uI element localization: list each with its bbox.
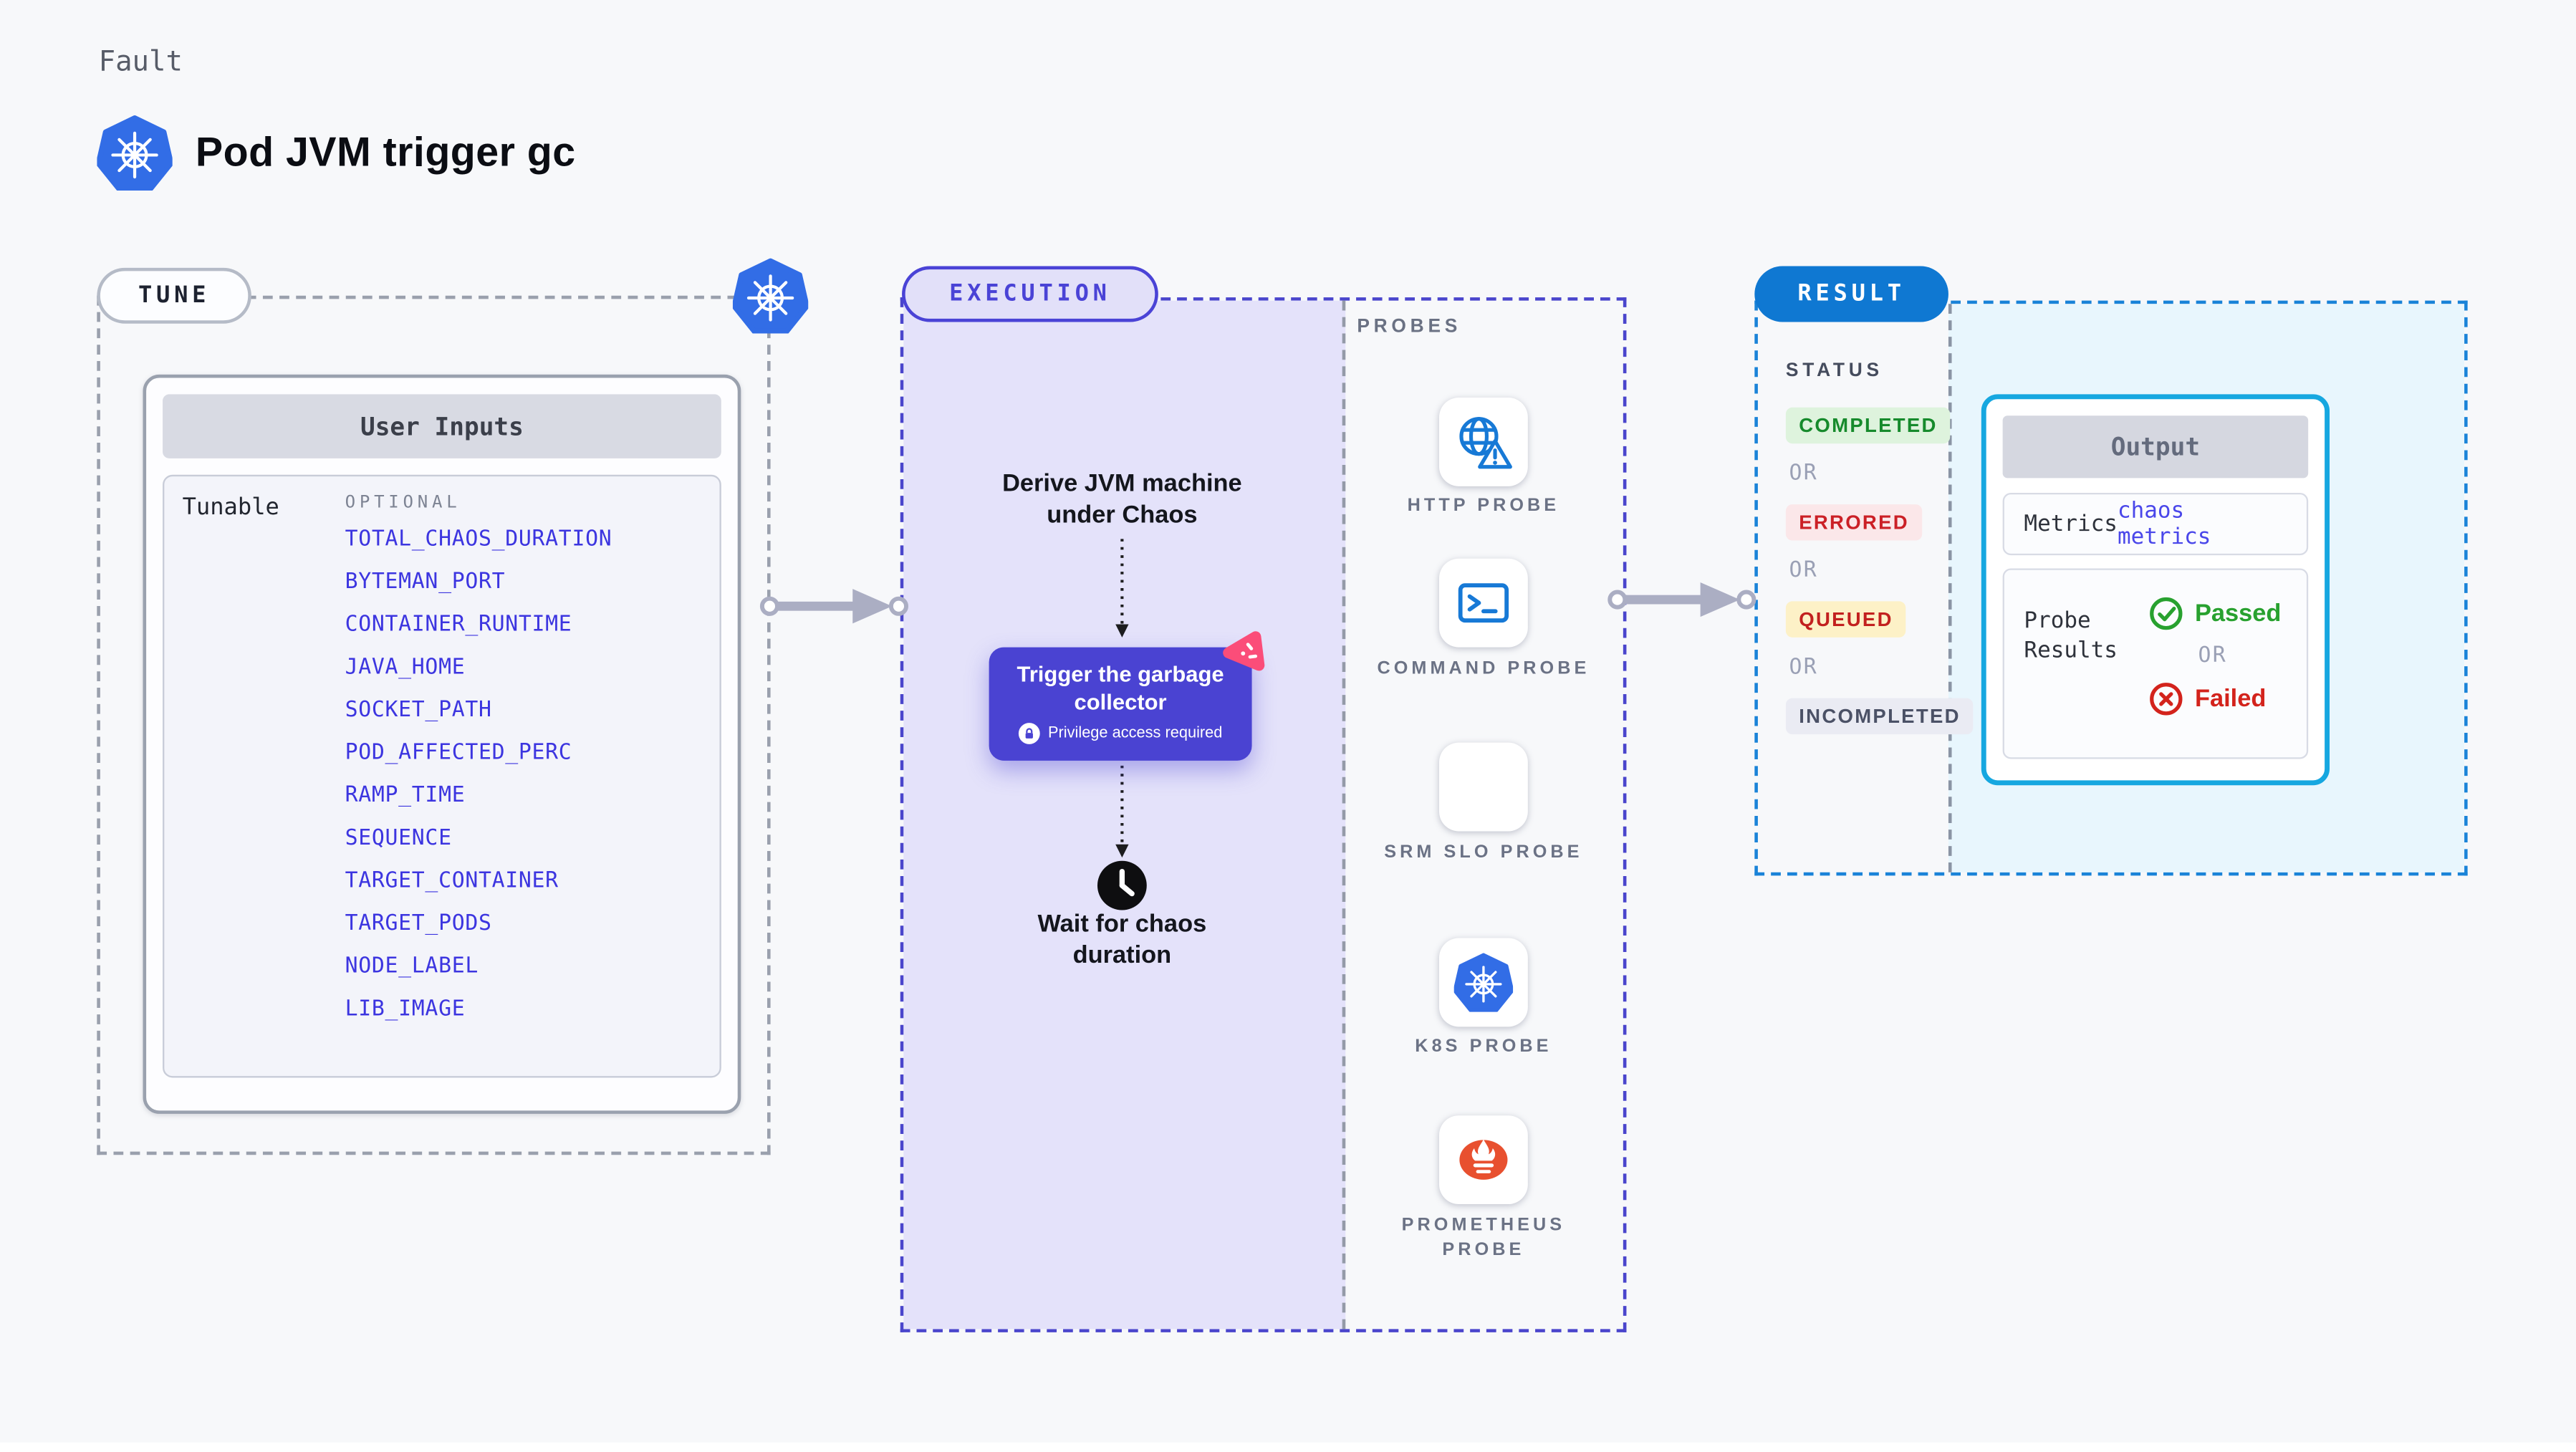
trigger-gc-title: Trigger the garbage collector — [1017, 662, 1224, 715]
failed-row: Failed — [2149, 682, 2267, 716]
or-label: OR — [2198, 644, 2228, 669]
bottom-strip — [0, 1442, 2576, 1452]
tune-section-box — [97, 295, 771, 1155]
execution-section-box — [900, 297, 1627, 1332]
lock-icon — [1018, 723, 1040, 744]
kubernetes-icon — [733, 258, 808, 333]
tunable-item[interactable]: LIB_IMAGE — [345, 997, 466, 1022]
probe-results-label: Probe Results — [2024, 607, 2118, 664]
or-label: OR — [1789, 655, 1818, 681]
tunable-item[interactable]: TARGET_CONTAINER — [345, 869, 559, 894]
result-pill[interactable]: RESULT — [1754, 266, 1948, 322]
k8s-probe-icon — [1454, 953, 1514, 1012]
probe-card-http[interactable] — [1438, 397, 1528, 486]
status-badge: QUEUED — [1785, 601, 1907, 638]
output-header: Output — [2002, 415, 2309, 479]
output-card: Output Metrics chaos metrics Probe Resul… — [1981, 394, 2330, 786]
tunable-item[interactable]: CONTAINER_RUNTIME — [345, 612, 572, 638]
tunable-item[interactable]: SOCKET_PATH — [345, 698, 492, 723]
prometheus-probe-icon — [1454, 1130, 1514, 1190]
failed-label: Failed — [2194, 685, 2267, 713]
tunable-list: TOTAL_CHAOS_DURATION BYTEMAN_PORT CONTAI… — [345, 527, 612, 1022]
status-list: COMPLETED OR ERRORED OR QUEUED OR INCOMP… — [1785, 407, 1974, 735]
privilege-row: Privilege access required — [989, 723, 1252, 744]
tune-to-execution-arrow — [759, 588, 910, 624]
check-circle-icon — [2149, 596, 2183, 630]
tunable-item[interactable]: JAVA_HOME — [345, 655, 466, 681]
tunable-item[interactable]: NODE_LABEL — [345, 954, 479, 979]
fault-kicker: Fault — [98, 46, 183, 80]
probes-section-label: PROBES — [1357, 317, 1462, 337]
x-circle-icon — [2149, 682, 2183, 716]
tunable-item[interactable]: RAMP_TIME — [345, 783, 466, 809]
wait-clock-icon — [1096, 859, 1148, 911]
probe-label: PROMETHEUS PROBE — [1401, 1216, 1566, 1261]
derive-step-label: Derive JVM machine under Chaos — [1002, 469, 1242, 529]
execution-flow-area — [903, 300, 1346, 1330]
passed-row: Passed — [2149, 596, 2282, 630]
metrics-label: Metrics — [2024, 511, 2118, 537]
tunable-item[interactable]: BYTEMAN_PORT — [345, 569, 506, 595]
probe-label: SRM SLO PROBE — [1384, 842, 1583, 863]
status-badge: COMPLETED — [1785, 407, 1951, 444]
or-label: OR — [1789, 461, 1818, 486]
probe-label: COMMAND PROBE — [1377, 658, 1590, 679]
tunable-item[interactable]: TOTAL_CHAOS_DURATION — [345, 527, 612, 552]
user-inputs-card: User Inputs Tunable OPTIONAL TOTAL_CHAOS… — [143, 374, 741, 1114]
srm-slo-probe-icon — [1454, 757, 1514, 817]
flow-connector-arrow — [1115, 765, 1129, 858]
tunable-item[interactable]: SEQUENCE — [345, 826, 452, 851]
privilege-note: Privilege access required — [1047, 724, 1223, 743]
passed-label: Passed — [2194, 600, 2282, 628]
tune-pill[interactable]: TUNE — [97, 267, 251, 324]
status-badge: ERRORED — [1785, 504, 1923, 541]
optional-label: OPTIONAL — [345, 493, 461, 513]
command-probe-icon — [1454, 573, 1514, 633]
probe-results-values: Passed OR Failed — [2149, 587, 2282, 758]
probe-label: HTTP PROBE — [1407, 496, 1560, 516]
status-badge: INCOMPLETED — [1785, 698, 1974, 735]
chaos-icon — [1222, 629, 1267, 673]
title-row: Pod JVM trigger gc — [97, 115, 575, 191]
trigger-gc-action-card[interactable]: Trigger the garbage collector Privilege … — [989, 647, 1252, 761]
user-inputs-header: User Inputs — [163, 394, 721, 458]
tunables-panel: Tunable OPTIONAL TOTAL_CHAOS_DURATION BY… — [163, 474, 721, 1078]
tunable-item[interactable]: TARGET_PODS — [345, 911, 492, 937]
wait-step-label: Wait for chaos duration — [1037, 910, 1207, 970]
tunable-item[interactable]: POD_AFFECTED_PERC — [345, 741, 572, 766]
execution-to-result-arrow — [1607, 582, 1758, 617]
probe-label: K8S PROBE — [1415, 1037, 1552, 1057]
status-heading: STATUS — [1785, 361, 1883, 382]
probe-card-k8s[interactable] — [1438, 938, 1528, 1027]
page-title: Pod JVM trigger gc — [195, 129, 576, 176]
probe-card-command[interactable] — [1438, 558, 1528, 648]
tunable-row-label: Tunable — [182, 494, 279, 521]
probe-card-prometheus[interactable] — [1438, 1115, 1528, 1205]
or-label: OR — [1789, 558, 1818, 584]
metrics-row: Metrics chaos metrics — [2002, 493, 2309, 556]
probe-card-srm-slo[interactable] — [1438, 742, 1528, 832]
probe-results-row: Probe Results Passed OR Failed — [2002, 568, 2309, 759]
metrics-value[interactable]: chaos metrics — [2117, 497, 2211, 551]
flow-connector-arrow — [1115, 539, 1129, 638]
http-probe-icon — [1454, 413, 1514, 472]
kubernetes-icon — [97, 115, 172, 191]
execution-pill[interactable]: EXECUTION — [902, 266, 1158, 322]
